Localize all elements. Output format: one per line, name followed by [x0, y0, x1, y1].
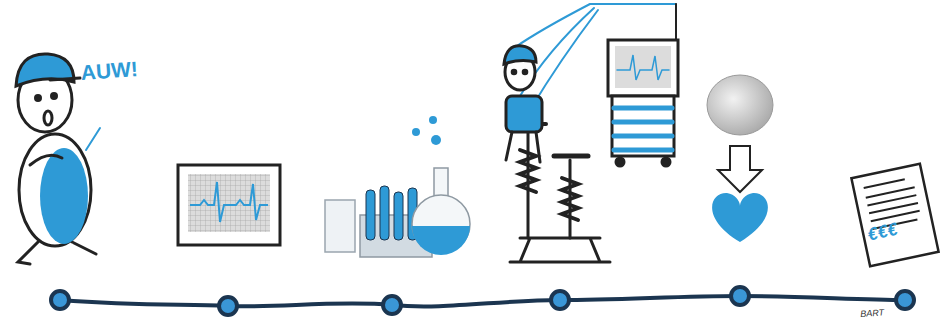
pacemaker [707, 75, 773, 135]
ecg-trace [617, 55, 669, 80]
timeline-dot [551, 291, 569, 309]
stand-pole [675, 4, 677, 40]
eye [512, 70, 516, 74]
test-tube [366, 190, 375, 240]
wire [530, 10, 598, 110]
leg [18, 242, 38, 264]
heart [712, 193, 768, 242]
mouth [44, 111, 52, 125]
bike-frame [528, 132, 570, 238]
timeline-dot [731, 287, 749, 305]
eye [52, 94, 57, 99]
cap [16, 54, 74, 86]
test-tube [380, 186, 389, 240]
patient-figure [16, 54, 100, 264]
bubble [429, 116, 437, 124]
cart-drawer [614, 108, 672, 150]
monitor-frame [178, 165, 280, 245]
wheel [662, 158, 670, 166]
pacemaker-step [707, 75, 773, 242]
bubble [431, 135, 441, 145]
leg [72, 242, 96, 254]
bike-base [510, 238, 610, 262]
spring [520, 150, 578, 220]
down-arrow [718, 146, 762, 192]
timeline-dot [219, 297, 237, 315]
rider-cap [504, 46, 536, 64]
wheel [616, 158, 624, 166]
rider-body [506, 96, 542, 132]
speech-line [86, 128, 100, 150]
bubble [412, 128, 420, 136]
timeline-dot [896, 291, 914, 309]
monitor-screen [615, 46, 671, 88]
cap-brim [50, 78, 80, 80]
currency-text: €€€ [866, 220, 899, 244]
signature: BART [860, 308, 884, 319]
test-tube [394, 192, 403, 240]
flask-liquid [412, 226, 470, 255]
monitor-screen [188, 174, 270, 232]
stress-monitor [608, 40, 678, 96]
timeline-dot [383, 296, 401, 314]
arm [30, 155, 62, 165]
body-fill [40, 148, 88, 244]
timeline-line [60, 296, 905, 306]
lab-glassware [325, 116, 470, 257]
eye [36, 96, 41, 101]
monitor-grid [188, 174, 270, 232]
ecg-trace [190, 182, 268, 222]
rider-leg [506, 132, 540, 162]
eye [523, 70, 527, 74]
monitor-cart [612, 96, 674, 156]
body [19, 134, 91, 246]
exercise-test [504, 4, 678, 262]
invoice-sheet [851, 164, 938, 267]
timeline-dot [51, 291, 69, 309]
exclamation-text: AUW! [80, 58, 138, 83]
invoice [851, 164, 938, 267]
seat [554, 154, 588, 159]
beaker [325, 200, 355, 252]
ecg-monitor [178, 165, 280, 245]
